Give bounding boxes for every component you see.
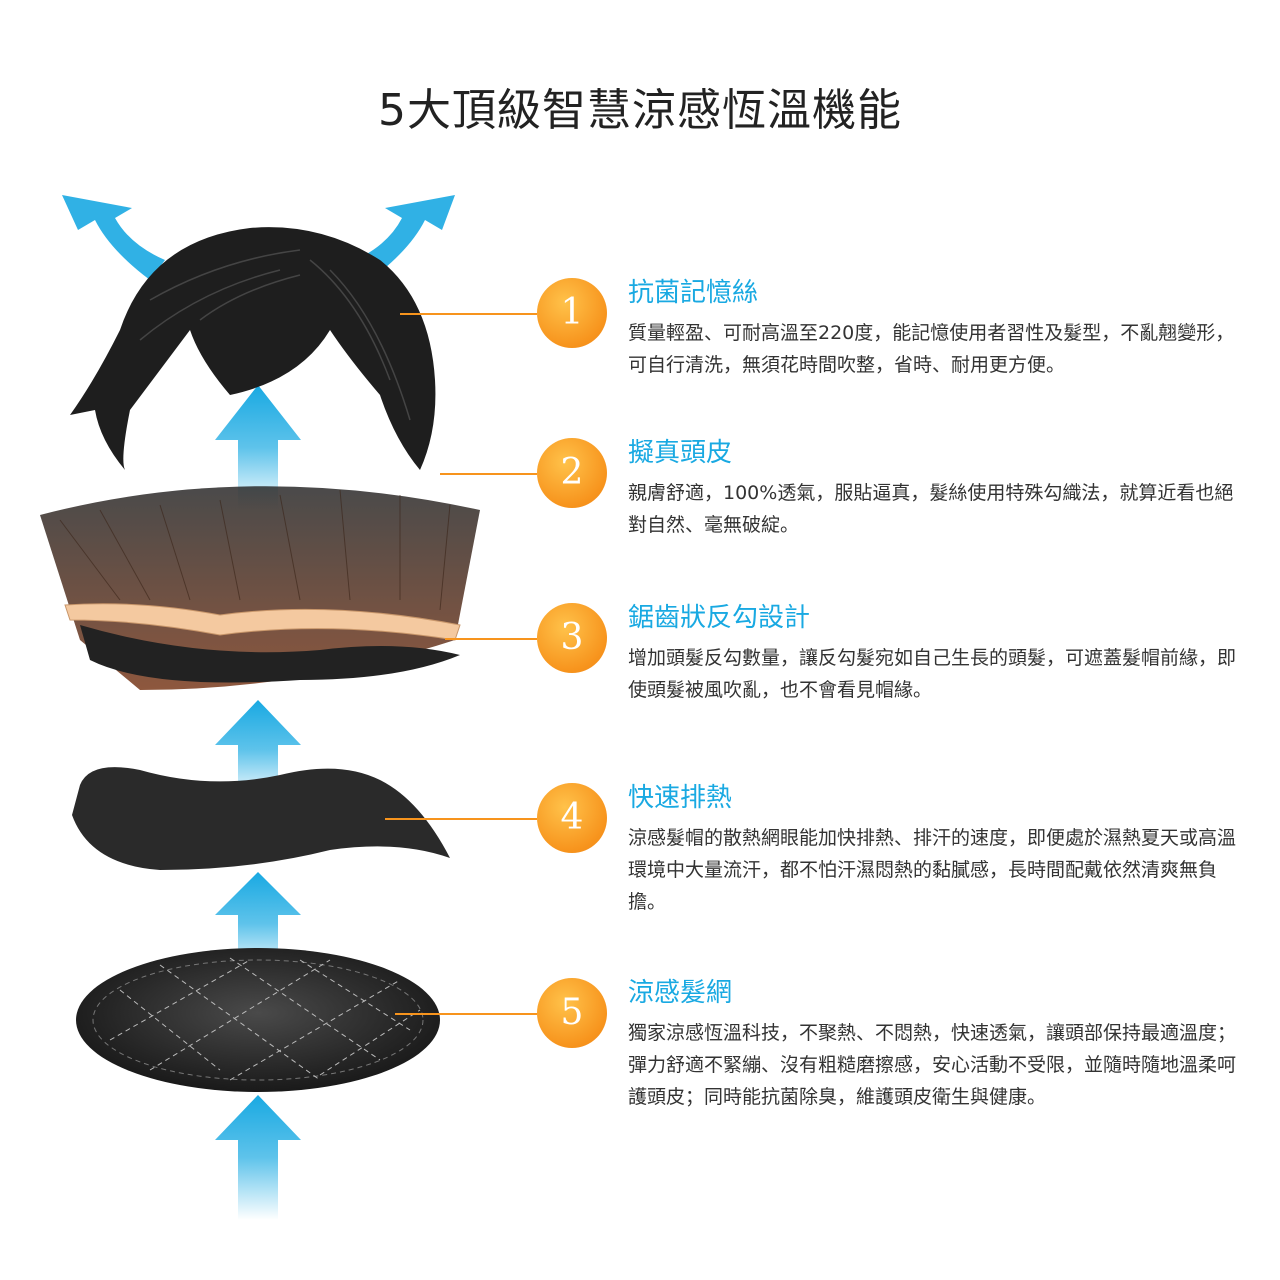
scalp-hair-layer-illustration (40, 486, 480, 690)
feature-description: 獨家涼感恆溫科技，不聚熱、不悶熱，快速透氣，讓頭部保持最適溫度；彈力舒適不緊繃、… (628, 1022, 1237, 1108)
number-badge: 3 (537, 603, 607, 673)
leader-line-5 (395, 1013, 537, 1015)
number-badge: 4 (537, 783, 607, 853)
feature-description: 質量輕盈、可耐高溫至220度，能記憶使用者習性及髮型，不亂翹變形，可自行清洗，無… (628, 322, 1235, 376)
number-badge: 2 (537, 438, 607, 508)
number-badge: 5 (537, 978, 607, 1048)
feature-item: 涼感髮網 獨家涼感恆溫科技，不聚熱、不悶熱，快速透氣，讓頭部保持最適溫度；彈力舒… (628, 975, 1238, 1113)
feature-title: 涼感髮網 (628, 978, 733, 1008)
feature-item: 擬真頭皮 親膚舒適，100%透氣，服貼逼真，髮絲使用特殊勾織法，就算近看也絕對自… (628, 435, 1238, 541)
feature-title: 鋸齒狀反勾設計 (628, 603, 811, 633)
feature-description: 涼感髮帽的散熱網眼能加快排熱、排汗的速度，即便處於濕熱夏天或高溫環境中大量流汗，… (628, 827, 1237, 913)
leader-line-4 (385, 818, 537, 820)
airflow-arrow-icon (62, 195, 455, 1220)
cooling-mesh-illustration (72, 767, 450, 870)
feature-title: 快速排熱 (628, 783, 733, 813)
wig-hair-illustration (70, 227, 436, 470)
leader-line-3 (445, 638, 537, 640)
feature-title: 擬真頭皮 (628, 438, 733, 468)
leader-line-2 (440, 473, 537, 475)
feature-title: 抗菌記憶絲 (628, 278, 759, 308)
feature-item: 抗菌記憶絲 質量輕盈、可耐高溫至220度，能記憶使用者習性及髮型，不亂翹變形，可… (628, 275, 1238, 381)
leader-line-1 (400, 313, 537, 315)
page-title: 5大頂級智慧涼感恆溫機能 (378, 85, 902, 136)
cooling-net-illustration (76, 948, 440, 1092)
feature-item: 快速排熱 涼感髮帽的散熱網眼能加快排熱、排汗的速度，即便處於濕熱夏天或高溫環境中… (628, 780, 1238, 918)
feature-description: 親膚舒適，100%透氣，服貼逼真，髮絲使用特殊勾織法，就算近看也絕對自然、毫無破… (628, 482, 1234, 536)
number-badge: 1 (537, 278, 607, 348)
feature-item: 鋸齒狀反勾設計 增加頭髮反勾數量，讓反勾髮宛如自己生長的頭髮，可遮蓋髮帽前緣，即… (628, 600, 1238, 706)
feature-description: 增加頭髮反勾數量，讓反勾髮宛如自己生長的頭髮，可遮蓋髮帽前緣，即使頭髮被風吹亂，… (628, 647, 1237, 701)
